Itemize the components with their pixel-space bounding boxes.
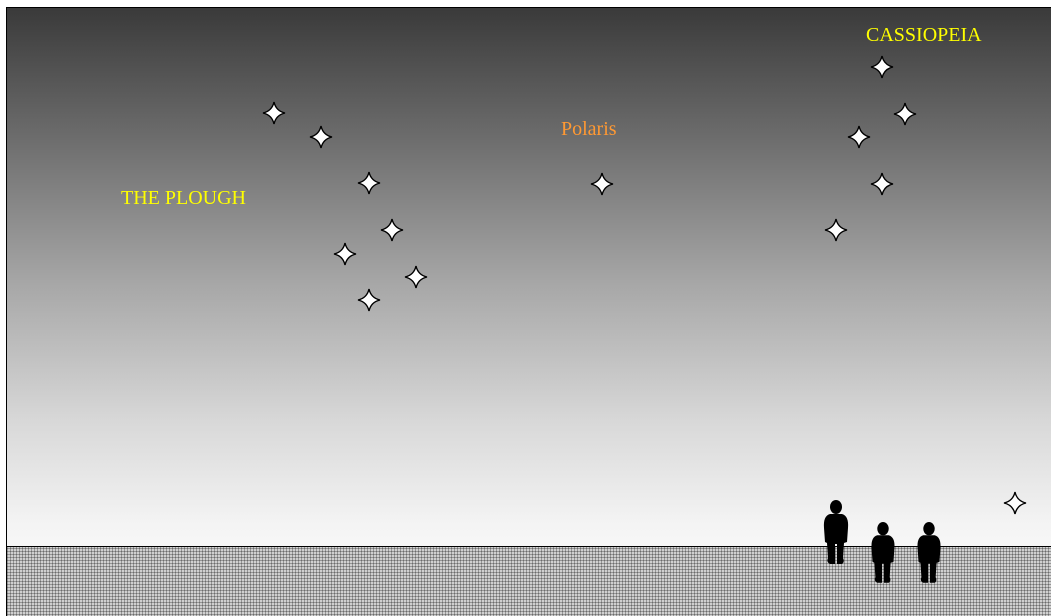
cassiopeia-star-icon <box>825 219 847 241</box>
cassiopeia-star-icon <box>848 126 870 148</box>
cassiopeia-star-icon <box>871 173 893 195</box>
plough-star-icon <box>381 219 403 241</box>
cassiopeia-star-icon <box>894 103 916 125</box>
sky-overlay <box>7 8 1051 616</box>
cassiopeia-star-icon <box>871 56 893 78</box>
plough-star-icon <box>358 172 380 194</box>
plough-star-icon <box>358 289 380 311</box>
plough-star-icon <box>334 243 356 265</box>
people-layer <box>824 500 941 583</box>
person-silhouette-icon <box>824 500 848 564</box>
person-silhouette-icon <box>917 522 940 583</box>
person-silhouette-icon <box>871 522 894 583</box>
horizon-star-icon <box>1004 492 1026 514</box>
night-sky-scene: THE PLOUGH Polaris CASSIOPEIA <box>6 7 1051 616</box>
polaris-star-icon <box>591 173 613 195</box>
stars-layer <box>263 56 1026 514</box>
plough-star-icon <box>263 102 285 124</box>
plough-star-icon <box>405 266 427 288</box>
plough-star-icon <box>310 126 332 148</box>
